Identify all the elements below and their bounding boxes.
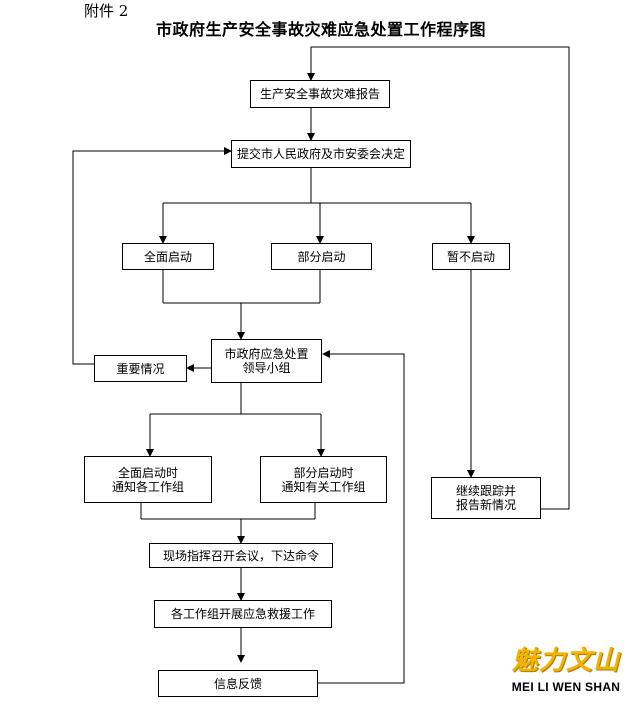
- logo: 魅力文山 MEI LI WEN SHAN: [505, 640, 627, 700]
- node-track: 继续跟踪并 报告新情况: [431, 477, 541, 519]
- node-submit: 提交市人民政府及市安委会决定: [231, 140, 411, 168]
- logo-english-text: MEI LI WEN SHAN: [511, 680, 621, 694]
- node-partial-start: 部分启动: [271, 243, 372, 270]
- node-report: 生产安全事故灾难报告: [250, 80, 390, 108]
- node-no-start: 暂不启动: [432, 243, 510, 270]
- loop-track-to-report: [307, 46, 570, 510]
- node-feedback: 信息反馈: [158, 670, 318, 697]
- page-title: 市政府生产安全事故灾难应急处置工作程序图: [155, 20, 486, 39]
- loop-major-to-submit: [72, 147, 232, 365]
- node-full-notify: 全面启动时 通知各工作组: [84, 456, 212, 503]
- node-rescue: 各工作组开展应急救援工作: [154, 600, 332, 628]
- node-command-group: 市政府应急处置 领导小组: [211, 339, 322, 383]
- node-meeting: 现场指挥召开会议，下达命令: [149, 543, 333, 568]
- node-full-start: 全面启动: [122, 243, 214, 270]
- loop-feedback-to-command: [318, 350, 405, 684]
- node-major-info: 重要情况: [94, 355, 187, 382]
- attachment-label: 附件 2: [84, 2, 129, 20]
- node-partial-notify: 部分启动时 通知有关工作组: [260, 456, 387, 503]
- logo-chinese-text: 魅力文山: [511, 646, 620, 676]
